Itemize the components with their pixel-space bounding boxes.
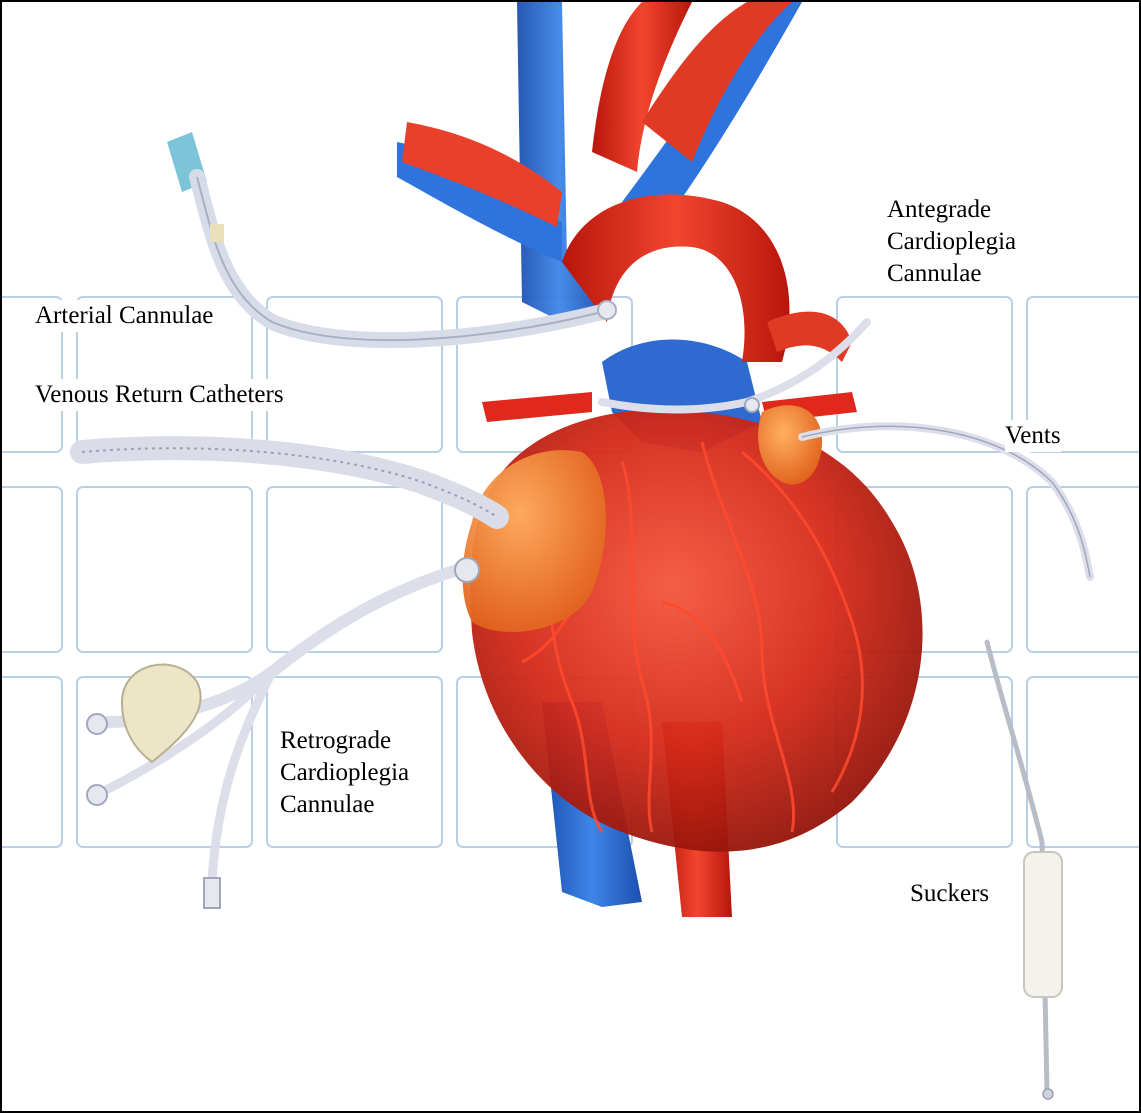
- sucker-icon: [987, 642, 1062, 1099]
- label-suckers: Suckers: [910, 878, 989, 910]
- label-retrograde-line-3: Cannulae: [280, 789, 409, 821]
- venous-catheter-icon: [82, 448, 497, 517]
- label-venous-return-catheters: Venous Return Catheters: [35, 379, 284, 411]
- label-retrograde-line-1: Retrograde: [280, 725, 409, 757]
- label-antegrade-cardioplegia-cannulae: Antegrade Cardioplegia Cannulae: [887, 194, 1016, 290]
- label-antegrade-line-1: Antegrade: [887, 194, 1016, 226]
- label-arterial-cannulae: Arterial Cannulae: [35, 300, 213, 332]
- heart-body: [463, 405, 923, 851]
- label-antegrade-line-3: Cannulae: [887, 258, 1016, 290]
- label-vents: Vents: [1005, 420, 1061, 452]
- label-retrograde-cardioplegia-cannulae: Retrograde Cardioplegia Cannulae: [280, 725, 409, 821]
- label-antegrade-line-2: Cardioplegia: [887, 226, 1016, 258]
- label-retrograde-line-2: Cardioplegia: [280, 757, 409, 789]
